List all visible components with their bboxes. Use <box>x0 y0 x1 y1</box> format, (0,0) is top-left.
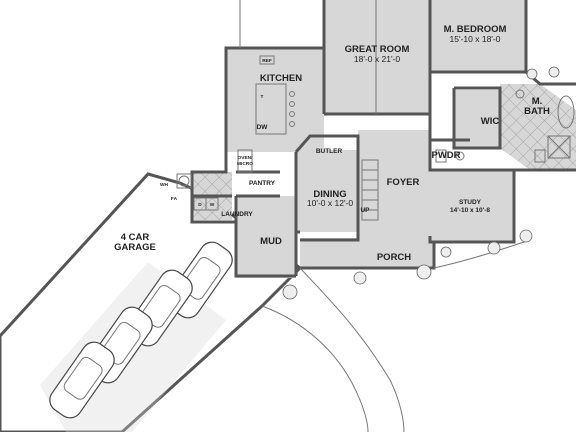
dining-size: 10'-0 x 12'-0 <box>307 198 354 208</box>
garage-cars <box>49 241 233 419</box>
ref-label: REF <box>262 58 272 64</box>
washer-label: W <box>210 202 215 208</box>
t-label: T <box>261 94 264 100</box>
m-bedroom-floor <box>430 0 526 72</box>
shrub-icon <box>282 284 298 300</box>
dining-floor <box>296 150 358 232</box>
fixture-labels: REF T DW OVEN/ MICRO UP WH FA D W <box>160 58 370 214</box>
stairs-up-label: UP <box>360 207 370 214</box>
m-bedroom-label: M. BEDROOM <box>444 24 507 35</box>
oven-label-line1: OVEN/ <box>238 155 254 161</box>
toilet-icon <box>435 149 447 163</box>
water-heater <box>176 173 192 189</box>
great-room-floor <box>324 0 430 114</box>
porch-label: PORCH <box>377 252 411 263</box>
dining-label: DINING <box>313 189 346 200</box>
garage-label-line1: 4 CAR <box>121 232 150 243</box>
dw-label: DW <box>257 124 269 131</box>
oven <box>237 149 253 173</box>
shower-icon <box>547 135 571 159</box>
house-walls <box>190 0 576 278</box>
foyer-label: FOYER <box>387 177 420 188</box>
m-bath-label-line2: BATH <box>524 106 550 117</box>
pwdr-label: PWDR <box>431 150 460 161</box>
study-floor <box>430 170 514 242</box>
m-bedroom-size: 15'-10 x 18'-0 <box>450 34 501 44</box>
mud-floor <box>236 196 296 278</box>
great-room-size: 18'-0 x 21'-0 <box>354 54 401 64</box>
fa-label: FA <box>171 196 178 202</box>
wic-label: WIC <box>481 116 500 127</box>
shrub-icon <box>548 66 560 78</box>
dryer-label: D <box>198 202 202 208</box>
wh-label: WH <box>160 182 169 188</box>
sink-icon <box>455 151 465 161</box>
shrub-icon <box>487 241 501 255</box>
foyer-floor <box>358 130 430 240</box>
shrub-icon <box>526 68 538 80</box>
great-room-label: GREAT ROOM <box>345 44 410 55</box>
room-labels: GREAT ROOM 18'-0 x 21'-0 M. BEDROOM 15'-… <box>114 24 550 263</box>
site-curves <box>261 239 531 433</box>
car-icon <box>49 341 115 419</box>
kitchen-island <box>255 83 287 135</box>
fridge <box>259 55 275 65</box>
oven-label-line2: MICRO <box>237 161 253 167</box>
laundry-label: LAUNDRY <box>221 211 253 218</box>
shrub-icon <box>353 271 367 285</box>
study-label: STUDY <box>459 199 482 206</box>
pantry-label: PANTRY <box>249 180 276 187</box>
m-bath-label-line1: M. <box>532 96 543 107</box>
porch-floor <box>300 238 434 268</box>
garage-label-line2: GARAGE <box>114 242 156 253</box>
study-size: 14'-10 x 10'-8 <box>450 207 490 214</box>
laundry-fixtures <box>176 173 219 211</box>
butler-label: BUTLER <box>316 148 343 155</box>
shrub-icon <box>416 264 432 280</box>
shrub-icon <box>519 229 533 243</box>
kitchen-floor <box>226 48 324 152</box>
kitchen-label: KITCHEN <box>260 73 302 84</box>
mud-label: MUD <box>260 236 282 247</box>
kitchen-fixtures <box>237 55 295 173</box>
landscape-plants <box>282 66 560 300</box>
shrub-icon <box>440 246 452 258</box>
stairs <box>361 159 379 221</box>
bathtub-icon <box>557 95 575 129</box>
bath-fixtures <box>435 89 575 163</box>
